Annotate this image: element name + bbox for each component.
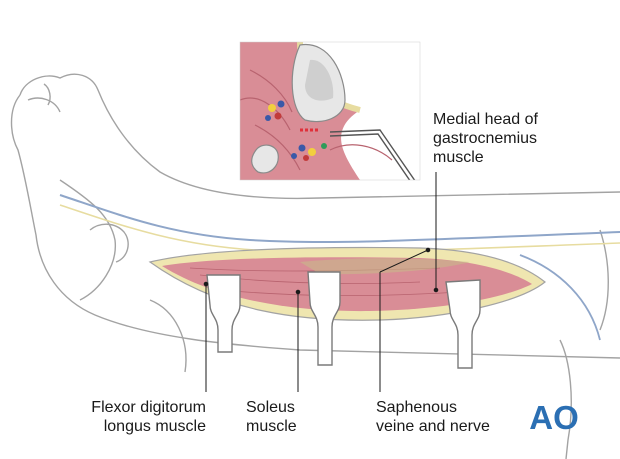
- label-medial-head-gastrocnemius: Medial head of gastrocnemius muscle: [433, 111, 538, 166]
- retractor-right: [445, 279, 481, 369]
- ao-logo: AO: [529, 400, 579, 434]
- label-soleus-muscle: Soleus muscle: [246, 399, 297, 435]
- neurovascular-bundle: [265, 100, 327, 161]
- retractor-left: [206, 274, 241, 353]
- leader-lines: [203, 172, 439, 392]
- ao-logo-text: AO: [529, 400, 579, 434]
- incision: [148, 246, 546, 321]
- cross-section-inset: [239, 41, 421, 181]
- leg-outline: [10, 73, 620, 459]
- label-saphenous-vein-nerve: Saphenous veine and nerve: [376, 399, 490, 435]
- label-flexor-digitorum-longus: Flexor digitorum longus muscle: [91, 399, 206, 435]
- retractor-middle: [307, 271, 341, 366]
- retractors: [206, 271, 481, 369]
